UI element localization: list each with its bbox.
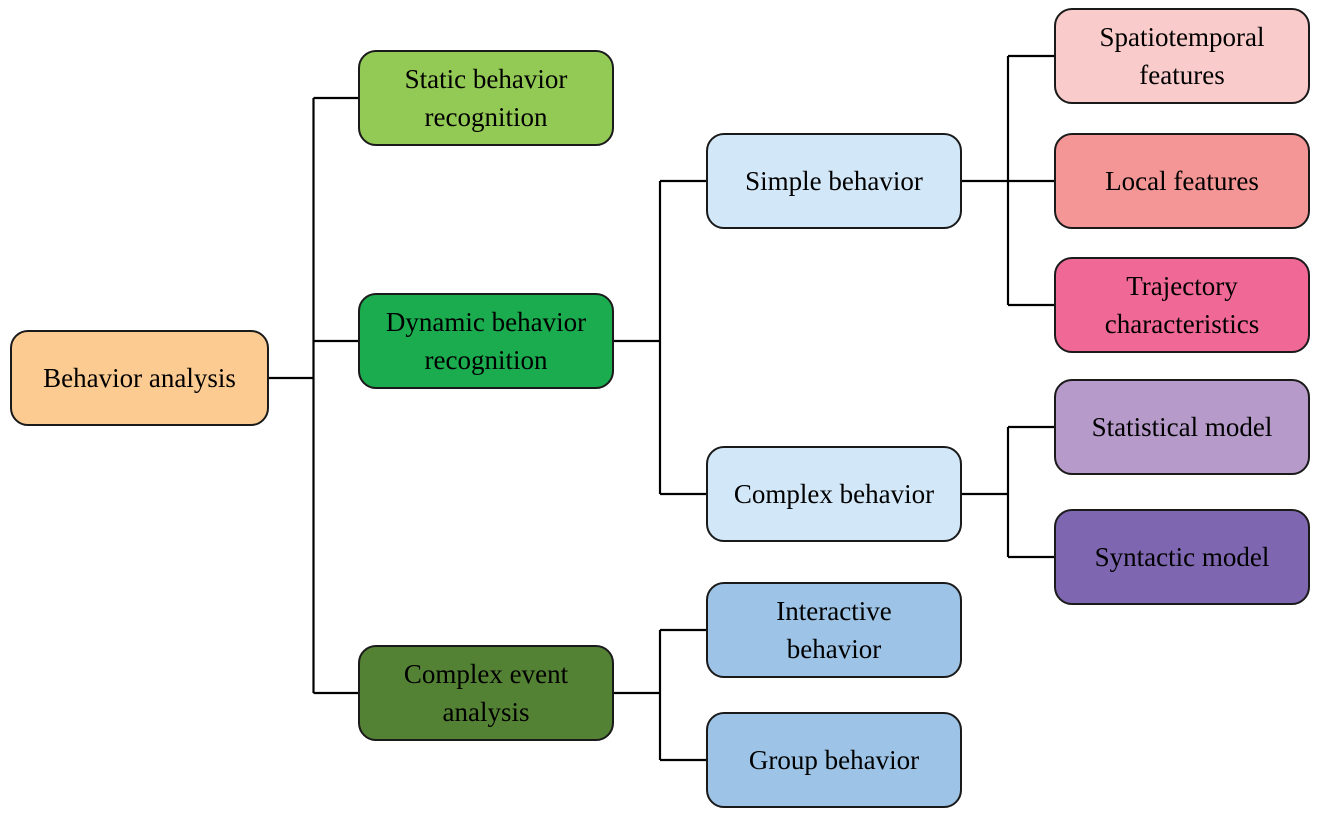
- node-line: Complex behavior: [733, 479, 935, 509]
- node-line: analysis: [442, 697, 530, 727]
- node-simple-behavior: Simple behavior: [706, 133, 962, 229]
- node-line: Interactive: [776, 596, 892, 626]
- node-line: Local features: [1105, 166, 1259, 196]
- node-line: behavior: [786, 634, 882, 664]
- node-line: Trajectory: [1126, 271, 1238, 301]
- node-line: Group behavior: [748, 745, 920, 775]
- node-line: Statistical model: [1091, 412, 1273, 442]
- node-trajectory-characteristics: Trajectory characteristics: [1054, 257, 1310, 353]
- node-line: Behavior analysis: [43, 363, 236, 393]
- node-line: Complex event: [403, 659, 569, 689]
- node-line: recognition: [424, 345, 548, 375]
- node-static-behavior-recognition: Static behavior recognition: [358, 50, 614, 146]
- node-interactive-behavior: Interactive behavior: [706, 582, 962, 678]
- node-line: features: [1139, 60, 1225, 90]
- node-statistical-model: Statistical model: [1054, 379, 1310, 475]
- node-line: recognition: [424, 102, 548, 132]
- node-line: characteristics: [1104, 309, 1260, 339]
- node-line: Spatiotemporal: [1099, 22, 1265, 52]
- node-complex-behavior: Complex behavior: [706, 446, 962, 542]
- node-complex-event-analysis: Complex event analysis: [358, 645, 614, 741]
- node-syntactic-model: Syntactic model: [1054, 509, 1310, 605]
- node-group-behavior: Group behavior: [706, 712, 962, 808]
- node-line: Dynamic behavior: [385, 307, 587, 337]
- node-dynamic-behavior-recognition: Dynamic behavior recognition: [358, 293, 614, 389]
- node-line: Static behavior: [404, 64, 568, 94]
- node-spatiotemporal-features: Spatiotemporal features: [1054, 8, 1310, 104]
- node-line: Simple behavior: [745, 166, 923, 196]
- node-line: Syntactic model: [1094, 542, 1270, 572]
- node-local-features: Local features: [1054, 133, 1310, 229]
- node-behavior-analysis: Behavior analysis: [10, 330, 269, 426]
